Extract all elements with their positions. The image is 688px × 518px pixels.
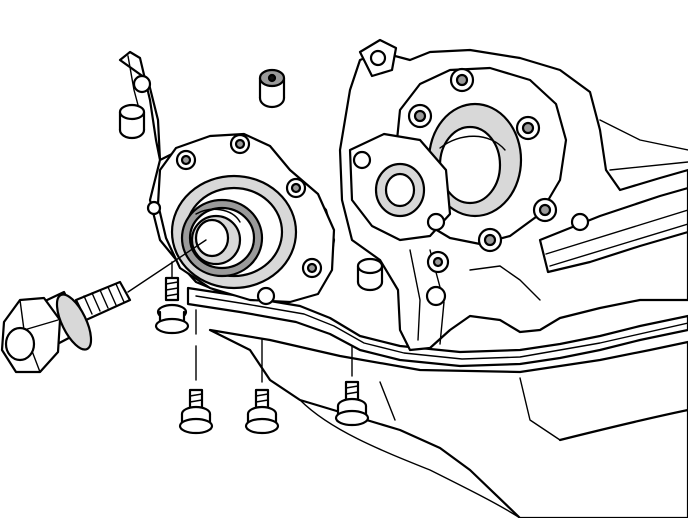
gasket bbox=[186, 286, 688, 368]
dowel-pin-3 bbox=[356, 257, 384, 292]
dowel-pin-2 bbox=[258, 68, 286, 109]
engine-block bbox=[338, 38, 688, 352]
pan-bolt-3 bbox=[244, 339, 280, 435]
pan-bolt-2 bbox=[178, 309, 214, 435]
pan-bolt-4 bbox=[334, 345, 370, 427]
crank-bolt bbox=[0, 239, 207, 374]
dowel-pin-1 bbox=[118, 103, 146, 140]
crankshaft-seal bbox=[180, 198, 264, 278]
oil-pan bbox=[208, 328, 688, 518]
pan-bolt-1 bbox=[154, 261, 190, 335]
